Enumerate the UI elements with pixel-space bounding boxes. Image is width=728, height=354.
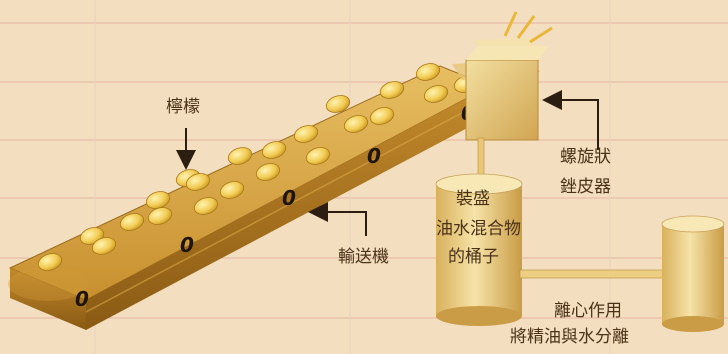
- lemon: [293, 125, 319, 143]
- lemon: [227, 147, 253, 165]
- lemon: [185, 173, 211, 191]
- lemon: [255, 163, 281, 181]
- lemon: [343, 115, 369, 133]
- roller-mark: 0: [75, 287, 89, 311]
- roller-mark: 0: [180, 233, 194, 257]
- lemon: [379, 81, 405, 99]
- arrow-conveyor: [308, 202, 367, 236]
- pointer-arrows: [176, 90, 599, 236]
- lemon: [119, 213, 145, 231]
- spiral-peeler: [452, 11, 553, 141]
- roller-mark: 0: [367, 144, 381, 168]
- peeler-label-line2: 銼皮器: [560, 177, 611, 197]
- centrifuge-label-line1: 離心作用: [554, 301, 622, 321]
- bucket-label-line2: 油水混合物: [436, 219, 521, 239]
- arrow-peeler: [542, 90, 599, 150]
- lemon: [193, 197, 219, 215]
- roller-mark: 0: [282, 186, 296, 210]
- centrifuge-label-line2: 將精油與水分離: [510, 327, 629, 347]
- lemon: [415, 63, 441, 81]
- bucket-label-line3: 的桶子: [448, 247, 499, 267]
- lemon: [91, 237, 117, 255]
- lemon: [261, 141, 287, 159]
- lemon: [37, 253, 63, 271]
- transfer-pipe: [519, 269, 667, 279]
- bucket-label-line1: 裝盛: [456, 189, 490, 209]
- lemon: [325, 95, 351, 113]
- lemon-label: 檸檬: [166, 97, 200, 117]
- lemon: [369, 107, 395, 125]
- lemon-group: [37, 63, 479, 271]
- peeler-label-line1: 螺旋狀: [560, 147, 611, 167]
- centrifuge-drum: [661, 215, 725, 332]
- conveyor-label: 輸送機: [338, 247, 389, 267]
- lemon: [423, 85, 449, 103]
- lemon: [147, 207, 173, 225]
- lemon: [305, 147, 331, 165]
- lemon: [219, 181, 245, 199]
- oil-water-bucket: [435, 173, 523, 326]
